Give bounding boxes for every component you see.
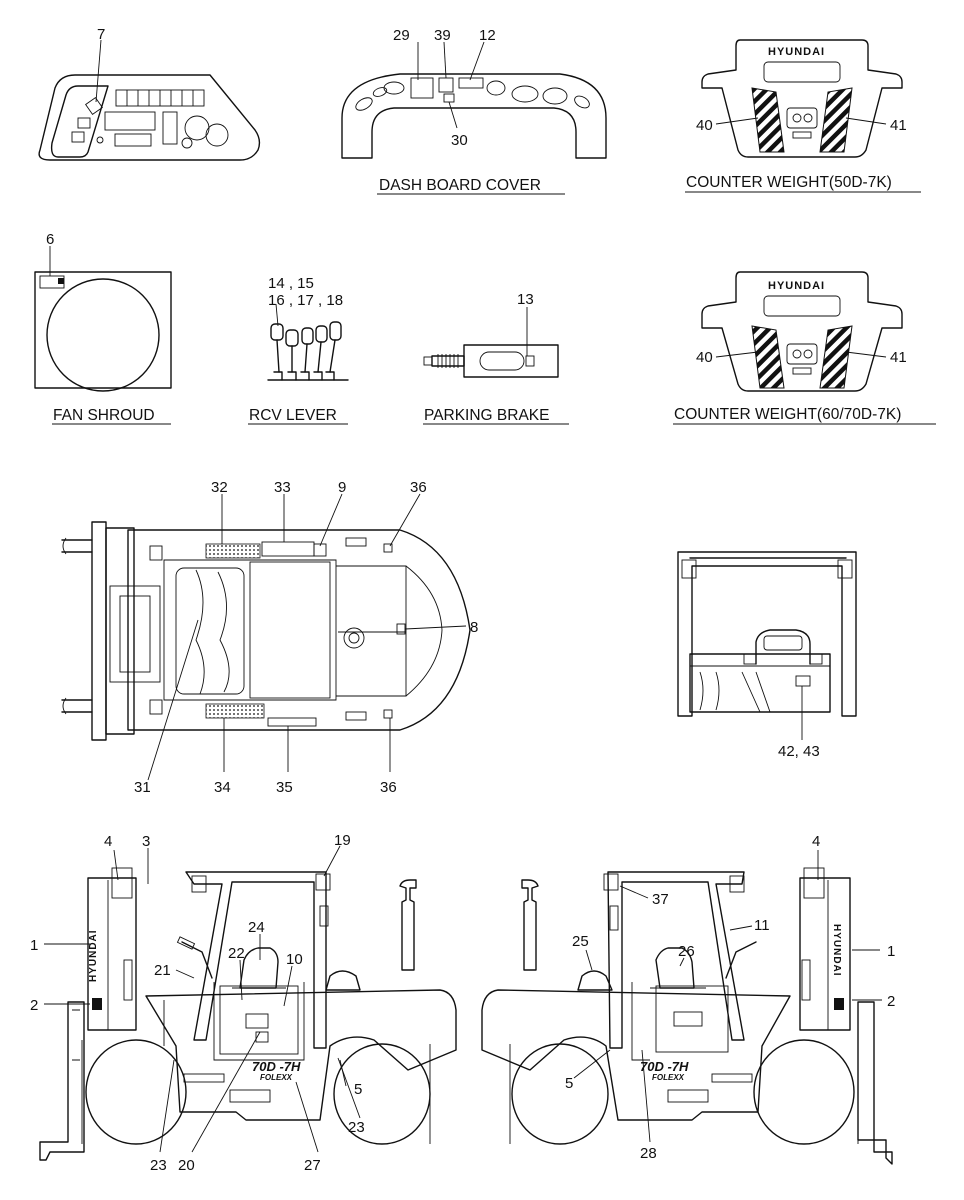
callout-41-top: 41 xyxy=(890,117,907,134)
fan-shroud: 6 FAN SHROUD xyxy=(34,231,172,425)
callout-28: 28 xyxy=(640,1145,657,1162)
caption-dash-board-cover: DASH BOARD COVER xyxy=(379,177,541,194)
caption-rcv-lever: RCV LEVER xyxy=(249,407,337,424)
callout-41-bottom: 41 xyxy=(890,349,907,366)
callout-12: 12 xyxy=(479,27,496,44)
callout-26: 26 xyxy=(678,943,695,960)
callout-40-top: 40 xyxy=(696,117,713,134)
callout-42-43: 42, 43 xyxy=(778,743,820,760)
callout-6: 6 xyxy=(46,231,54,248)
callout-4-left: 4 xyxy=(104,833,112,850)
callout-31: 31 xyxy=(134,779,151,796)
callout-32: 32 xyxy=(211,479,228,496)
callout-37: 37 xyxy=(652,891,669,908)
callout-19: 19 xyxy=(334,832,351,849)
instrument-panel: 7 xyxy=(38,26,261,161)
top-view: 32 33 9 36 8 31 34 35 36 xyxy=(61,479,478,796)
model-decal-right: 70D -7H xyxy=(640,1059,689,1074)
callout-16-18: 16 , 17 , 18 xyxy=(268,292,343,309)
callout-5-right: 5 xyxy=(565,1075,573,1092)
callout-21: 21 xyxy=(154,962,171,979)
parking-brake: 13 PARKING BRAKE xyxy=(423,291,569,425)
brand-text-2: HYUNDAI xyxy=(768,280,825,292)
callout-22: 22 xyxy=(228,945,245,962)
callout-36-bottom: 36 xyxy=(380,779,397,796)
callout-20: 20 xyxy=(178,1157,195,1174)
callout-1-right: 1 xyxy=(887,943,895,960)
callout-13: 13 xyxy=(517,291,534,308)
caption-parking-brake: PARKING BRAKE xyxy=(424,407,549,424)
callout-4-right: 4 xyxy=(812,833,820,850)
caption-counter-weight-50: COUNTER WEIGHT(50D-7K) xyxy=(686,174,892,191)
callout-40-bottom: 40 xyxy=(696,349,713,366)
callout-23-a: 23 xyxy=(150,1157,167,1174)
callout-36-top: 36 xyxy=(410,479,427,496)
callout-10: 10 xyxy=(286,951,303,968)
callout-8: 8 xyxy=(470,619,478,636)
callout-9: 9 xyxy=(338,479,346,496)
callout-35: 35 xyxy=(276,779,293,796)
callout-2-right: 2 xyxy=(887,993,895,1010)
left-side-view: HYUNDAI 70D -7H FOLEXX xyxy=(30,832,457,1174)
callout-39: 39 xyxy=(434,27,451,44)
callout-3: 3 xyxy=(142,833,150,850)
callout-34: 34 xyxy=(214,779,231,796)
callout-30: 30 xyxy=(451,132,468,149)
dash-board-cover: 29 39 12 30 DASH BOARD COVER xyxy=(341,27,607,195)
callout-1-left: 1 xyxy=(30,937,38,954)
callout-7: 7 xyxy=(97,26,105,43)
caption-fan-shroud: FAN SHROUD xyxy=(53,407,155,424)
callout-23-b: 23 xyxy=(348,1119,365,1136)
mast-brand-left: HYUNDAI xyxy=(88,929,99,982)
brand-text: HYUNDAI xyxy=(768,46,825,58)
callout-29: 29 xyxy=(393,27,410,44)
callout-14-15: 14 , 15 xyxy=(268,275,314,292)
counter-weight-60: HYUNDAI 40 41 COUNTER WEIGHT(60/70D-7K) xyxy=(673,271,936,425)
callout-24: 24 xyxy=(248,919,265,936)
caption-counter-weight-60: COUNTER WEIGHT(60/70D-7K) xyxy=(674,406,901,423)
mast-brand-right: HYUNDAI xyxy=(831,924,842,977)
callout-2-left: 2 xyxy=(30,997,38,1014)
callout-33: 33 xyxy=(274,479,291,496)
callout-25: 25 xyxy=(572,933,589,950)
rcv-lever: 14 , 15 16 , 17 , 18 RCV LEVER xyxy=(248,275,349,425)
rear-view: 42, 43 xyxy=(677,551,857,760)
model-decal-left: 70D -7H xyxy=(252,1059,301,1074)
callout-27: 27 xyxy=(304,1157,321,1174)
model-sub-right: FOLEXX xyxy=(652,1073,685,1082)
callout-11: 11 xyxy=(754,917,770,934)
callout-5-left: 5 xyxy=(354,1081,362,1098)
model-sub-left: FOLEXX xyxy=(260,1073,293,1082)
right-side-view: HYUNDAI 70D -7H FOLEXX xyxy=(481,833,895,1165)
counter-weight-50: HYUNDAI 40 41 COUNTER WEIGHT(50D-7K) xyxy=(685,39,921,193)
